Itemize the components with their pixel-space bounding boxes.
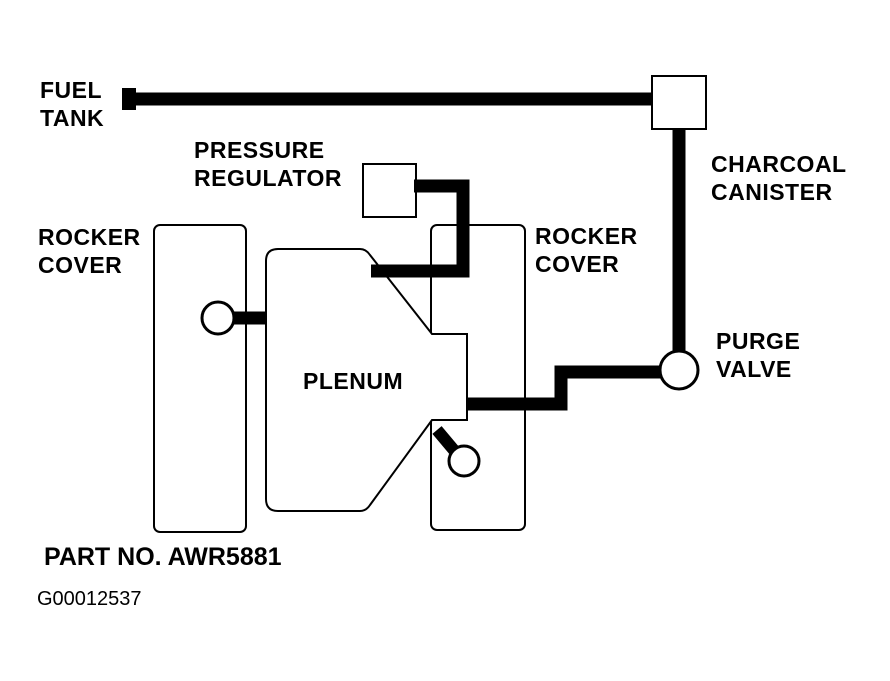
plenum-label: PLENUM <box>303 368 404 394</box>
fuel-tank-label-line1: FUEL <box>40 77 103 103</box>
regulator-to-plenum-hose <box>371 179 470 278</box>
pressure-regulator-label: PRESSURE REGULATOR <box>194 136 342 192</box>
rocker-cover-right-label-line1: ROCKER <box>535 223 638 249</box>
rocker-cover-right-label-line2: COVER <box>535 251 620 277</box>
right-rocker-port <box>447 444 481 478</box>
charcoal-canister-label-line2: CANISTER <box>711 179 833 205</box>
fuel-tank-label: FUEL TANK <box>40 76 104 132</box>
rocker-cover-left-label-line2: COVER <box>38 252 123 278</box>
left-rocker-port <box>200 300 236 336</box>
rocker-cover-left-label-line1: ROCKER <box>38 224 141 250</box>
part-number: PART NO. AWR5881 <box>44 543 282 571</box>
pressure-regulator-label-line1: PRESSURE <box>194 137 325 163</box>
purge-valve <box>658 349 700 391</box>
rocker-cover-left-label: ROCKER COVER <box>38 223 141 279</box>
purge-valve-label-line2: VALVE <box>716 356 792 382</box>
pressure-regulator-label-line2: REGULATOR <box>194 165 343 191</box>
charcoal-canister-label: CHARCOAL CANISTER <box>711 150 847 206</box>
pressure-regulator <box>362 163 417 218</box>
rocker-cover-left <box>153 224 247 533</box>
figure-id: G00012537 <box>37 588 142 610</box>
charcoal-canister <box>651 75 707 130</box>
plenum-to-purge-hose <box>467 365 661 411</box>
rocker-cover-right-label: ROCKER COVER <box>535 222 638 278</box>
purge-valve-label: PURGE VALVE <box>716 327 800 383</box>
plenum <box>265 248 468 512</box>
purge-valve-label-line1: PURGE <box>716 328 801 354</box>
charcoal-canister-label-line1: CHARCOAL <box>711 151 847 177</box>
fuel-tank-label-line2: TANK <box>40 105 105 131</box>
